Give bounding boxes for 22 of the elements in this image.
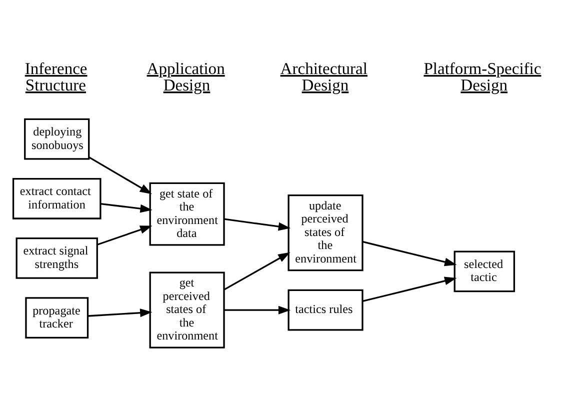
node-box: tactics rules — [288, 288, 364, 330]
label: Inference Structure — [24, 58, 88, 94]
arrow — [100, 202, 152, 212]
arrow — [224, 252, 290, 290]
node-box: extract contact information — [12, 177, 102, 219]
node-box: update perceived states of the environment — [288, 194, 364, 271]
arrow — [362, 276, 457, 302]
arrow — [97, 225, 152, 245]
arrow — [88, 308, 152, 317]
arrow — [224, 305, 291, 314]
label: Architectural Design — [280, 58, 368, 94]
arrow — [88, 156, 152, 194]
label: Platform-Specific Design — [424, 58, 542, 94]
node-box: extract signal strengths — [16, 237, 98, 278]
node-box: propagate tracker — [25, 296, 89, 338]
arrow — [362, 240, 457, 266]
node-box: get perceived states of the environment — [149, 271, 225, 348]
label: Application Design — [146, 58, 225, 94]
node-box: get state of the environment data — [149, 182, 225, 246]
node-box: selected tactic — [454, 250, 516, 292]
node-box: deploying sonobuoys — [24, 118, 90, 160]
arrow — [224, 218, 291, 230]
